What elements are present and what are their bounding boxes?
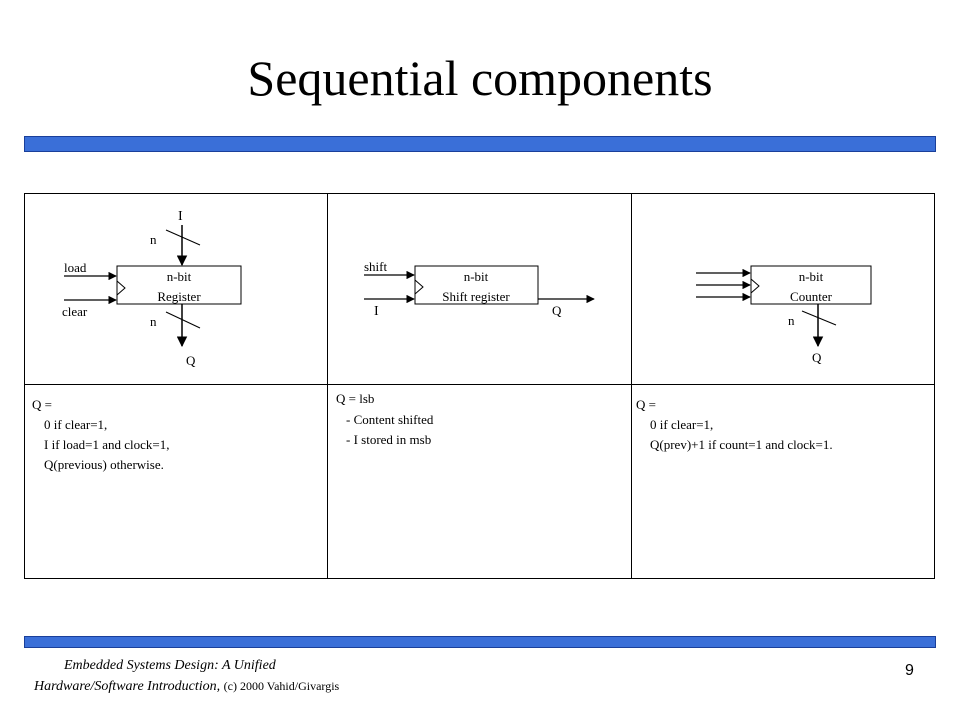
components-grid: I n load clear n-bit Register n Q Q = 0 … bbox=[24, 193, 935, 579]
shift-register-diagram: shift I n-bit Shift register Q bbox=[364, 259, 595, 319]
shift-register-box-line1: n-bit bbox=[464, 269, 489, 284]
counter-description: Q = 0 if clear=1, Q(prev)+1 if count=1 a… bbox=[636, 397, 833, 452]
shift-register-clock-symbol bbox=[414, 279, 424, 295]
counter-diagram: n-bit Counter n Q bbox=[696, 265, 872, 365]
footer-line2: Hardware/Software Introduction, bbox=[34, 679, 221, 694]
shift-desc-line: - Content shifted bbox=[346, 412, 434, 427]
counter-output-width: n bbox=[788, 313, 795, 328]
shift-desc-line: - I stored in msb bbox=[346, 432, 431, 447]
counter-output-label: Q bbox=[812, 350, 822, 365]
counter-box bbox=[750, 265, 872, 305]
register-clock-symbol bbox=[116, 280, 126, 296]
counter-desc-line: Q(prev)+1 if count=1 and clock=1. bbox=[650, 437, 833, 452]
page-number: 9 bbox=[905, 662, 914, 679]
register-box-line1: n-bit bbox=[167, 269, 192, 284]
register-box bbox=[116, 265, 242, 305]
counter-box-line2: Counter bbox=[790, 289, 833, 304]
register-output-bus-slash bbox=[165, 311, 201, 329]
slide-title: Sequential components bbox=[247, 50, 713, 106]
register-output-width: n bbox=[150, 314, 157, 329]
table-frame bbox=[24, 193, 935, 579]
register-output-label: Q bbox=[186, 353, 196, 368]
counter-output-bus-slash bbox=[801, 310, 837, 326]
register-input-bus-slash bbox=[165, 229, 201, 246]
shift-label: shift bbox=[364, 259, 388, 274]
shift-register-description: Q = lsb - Content shifted - I stored in … bbox=[336, 391, 434, 447]
register-desc-line: I if load=1 and clock=1, bbox=[44, 437, 170, 452]
shift-register-box-line2: Shift register bbox=[442, 289, 510, 304]
shift-register-box bbox=[414, 265, 539, 305]
counter-clock-symbol bbox=[750, 278, 760, 294]
footer-citation: Embedded Systems Design: A Unified Hardw… bbox=[34, 656, 374, 697]
shift-desc-line: Q = lsb bbox=[336, 391, 374, 406]
footer-copyright: (c) 2000 Vahid/Givargis bbox=[223, 679, 340, 693]
counter-box-line1: n-bit bbox=[799, 269, 824, 284]
register-input-label: I bbox=[178, 209, 183, 224]
register-desc-line: 0 if clear=1, bbox=[44, 417, 107, 432]
register-description: Q = 0 if clear=1, I if load=1 and clock=… bbox=[32, 397, 170, 472]
register-desc-line: Q = bbox=[32, 397, 52, 412]
shift-output-label: Q bbox=[552, 303, 562, 318]
register-load-label: load bbox=[64, 260, 87, 275]
register-diagram: I n load clear n-bit Register n Q bbox=[62, 209, 242, 368]
counter-desc-line: 0 if clear=1, bbox=[650, 417, 713, 432]
counter-desc-line: Q = bbox=[636, 397, 656, 412]
top-divider-bar bbox=[24, 136, 936, 152]
shift-data-input-label: I bbox=[374, 304, 379, 319]
register-desc-line: Q(previous) otherwise. bbox=[44, 457, 164, 472]
register-clear-label: clear bbox=[62, 304, 88, 319]
register-box-line2: Register bbox=[157, 289, 201, 304]
bottom-divider-bar bbox=[24, 636, 936, 648]
register-input-width: n bbox=[150, 232, 157, 247]
footer-line1: Embedded Systems Design: A Unified bbox=[64, 658, 276, 673]
